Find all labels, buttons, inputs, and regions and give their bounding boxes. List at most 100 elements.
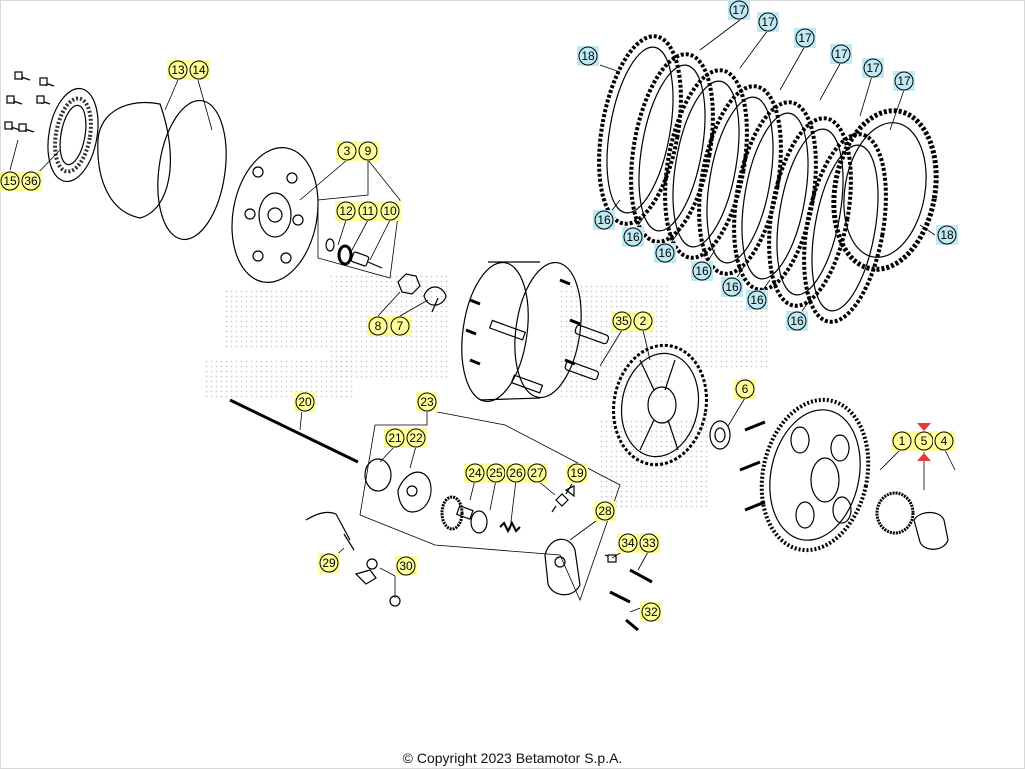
callout-33: 33 (638, 533, 660, 553)
callout-label: 17 (834, 47, 848, 61)
callout-9: 9 (357, 141, 379, 161)
clutch-hub (612, 343, 708, 467)
o-ring-21 (364, 458, 392, 492)
callout-label: 17 (897, 74, 911, 88)
callout-label: 26 (509, 466, 523, 480)
push-rod (229, 398, 359, 464)
callout-label: 16 (790, 314, 804, 328)
callout-label: 4 (941, 434, 948, 448)
callout-label: 25 (489, 466, 503, 480)
release-lever (544, 538, 581, 596)
callout-34: 34 (617, 533, 639, 553)
flange-22 (397, 471, 432, 513)
callout-label: 11 (362, 204, 375, 218)
callout-16: 16 (786, 311, 808, 331)
callout-18: 18 (577, 46, 599, 66)
callout-36: 36 (20, 171, 42, 191)
callout-label: 16 (725, 280, 739, 294)
leader-lines (9, 19, 956, 613)
callout-26: 26 (505, 463, 527, 483)
lever-19 (564, 485, 575, 498)
callout-27: 27 (526, 463, 548, 483)
callout-label: 35 (615, 314, 629, 328)
callout-17: 17 (794, 28, 816, 48)
callout-16: 16 (721, 277, 743, 297)
callout-2: 2 (632, 311, 654, 331)
callout-label: 3 (344, 144, 351, 158)
callout-30: 30 (395, 556, 417, 576)
callout-13: 13 (167, 60, 189, 80)
callout-label: 15 (3, 174, 17, 188)
callout-label: 30 (399, 559, 413, 573)
callout-label: 34 (621, 536, 635, 550)
plate-2 (629, 52, 715, 244)
callout-label: 19 (570, 466, 584, 480)
watermark (205, 275, 770, 510)
callout-18: 18 (936, 225, 958, 245)
callout-label: 17 (798, 31, 812, 45)
callout-label: 20 (298, 395, 312, 409)
callout-16: 16 (746, 290, 768, 310)
callout-label: 13 (171, 63, 185, 77)
callout-16: 16 (593, 210, 615, 230)
callout-16: 16 (622, 227, 644, 247)
callout-32: 32 (640, 602, 662, 622)
callout-15: 15 (0, 171, 21, 191)
callout-label: 16 (695, 264, 709, 278)
callout-label: 8 (375, 319, 382, 333)
callout-23: 23 (416, 392, 438, 412)
copyright-text: © Copyright 2023 Betamotor S.p.A. (402, 750, 623, 766)
cover-gasket (97, 101, 171, 219)
callout-17: 17 (893, 71, 915, 91)
callout-label: 24 (468, 466, 482, 480)
clutch-plate-stack (597, 34, 939, 324)
callout-8: 8 (367, 316, 389, 336)
callout-label: 17 (761, 15, 775, 29)
callout-17: 17 (757, 12, 779, 32)
callout-label: 12 (339, 204, 353, 218)
callout-label: 7 (397, 319, 404, 333)
pin-upper (574, 324, 610, 345)
callout-label: 28 (598, 504, 612, 518)
callout-5: 5 (913, 431, 935, 451)
callout-16: 16 (691, 261, 713, 281)
lock-washer (423, 286, 447, 313)
callout-10: 10 (379, 201, 401, 221)
callout-17: 17 (830, 44, 852, 64)
callout-label: 9 (365, 144, 372, 158)
callout-label: 16 (658, 246, 672, 260)
bolts-group (4, 71, 55, 133)
thrust-washer (709, 420, 731, 450)
o-ring (157, 99, 227, 241)
callout-14: 14 (188, 60, 210, 80)
callout-11: 11 (357, 201, 379, 221)
callout-35: 35 (611, 311, 633, 331)
callout-4: 4 (933, 431, 955, 451)
callout-label: 16 (597, 213, 611, 227)
callout-19: 19 (566, 463, 588, 483)
pin-lower (564, 360, 600, 381)
callout-label: 14 (192, 63, 206, 77)
callout-label: 18 (581, 49, 595, 63)
callout-29: 29 (318, 553, 340, 573)
callout-21: 21 (384, 428, 406, 448)
cable-fitting (305, 511, 377, 585)
callout-label: 16 (750, 293, 764, 307)
callout-1: 1 (891, 431, 913, 451)
callout-12: 12 (335, 201, 357, 221)
callout-17: 17 (728, 0, 750, 20)
callout-label: 5 (921, 434, 928, 448)
callout-7: 7 (389, 316, 411, 336)
callout-25: 25 (485, 463, 507, 483)
plate-1 (597, 34, 683, 226)
plate-7 (802, 132, 888, 324)
callout-label: 33 (642, 536, 656, 550)
callout-20: 20 (294, 392, 316, 412)
callout-label: 29 (322, 556, 336, 570)
bearing-assembly (325, 238, 383, 269)
callout-label: 32 (644, 605, 658, 619)
bearing-ring (47, 87, 99, 183)
plate-5 (732, 100, 818, 292)
callout-label: 22 (409, 431, 423, 445)
